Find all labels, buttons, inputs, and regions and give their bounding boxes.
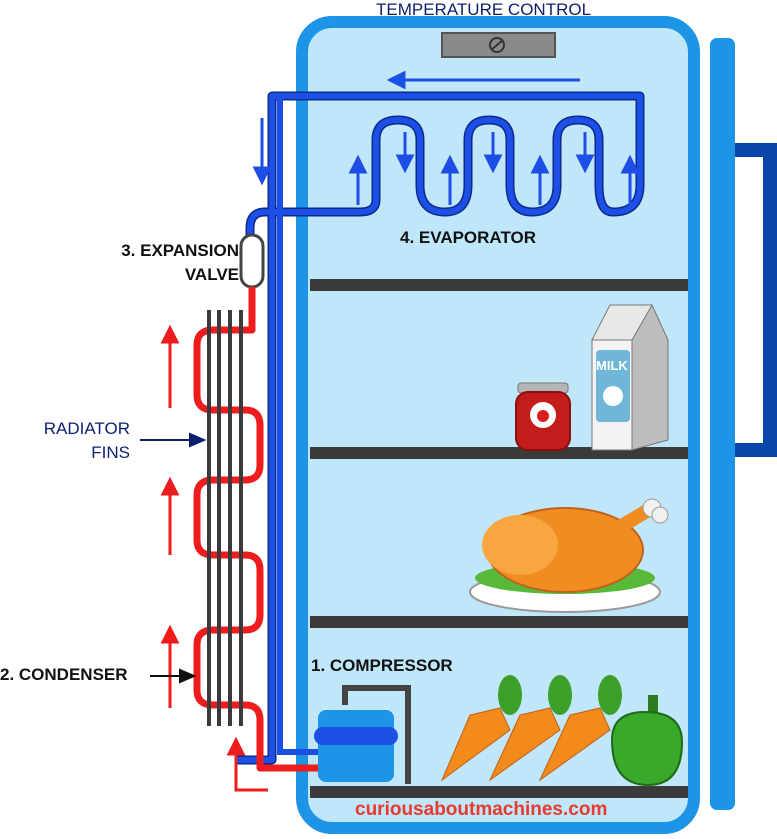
evaporator-label: 4. EVAPORATOR [400,228,537,247]
suction-pipe [277,96,330,755]
website-credit: curiousaboutmachines.com [355,799,608,820]
door-strip [710,38,735,810]
label-pointers [140,432,207,448]
door-handle [735,143,777,457]
evaporator-coil [236,91,645,765]
condenser-pointer [150,668,197,684]
jam-jar-icon [515,382,571,451]
temperature-dial [441,32,556,58]
milk-carton-icon [591,304,669,451]
roast-chicken-icon [469,498,669,613]
condenser-label: 2. CONDENSER [0,665,128,684]
milk-label: MILK [596,358,628,373]
expansion-valve-label-line1: 3. EXPANSION [121,241,239,260]
compressor [314,685,411,784]
expansion-valve [239,233,265,289]
radiator-fins [207,310,243,726]
radiator-fins-label-line1: RADIATOR [43,419,130,438]
compressor-label: 1. COMPRESSOR [311,656,453,675]
carrots-icon [440,675,622,782]
radiator-fins-label-line2: FINS [91,443,130,462]
expansion-valve-label-line2: VALVE [184,265,239,284]
bell-pepper-icon [610,695,684,787]
evaporator-flow-arrows [252,70,640,205]
shelves [310,279,688,798]
temperature-control-label: TEMPERATURE CONTROL [376,0,592,19]
condenser-flow-arrows [160,324,268,792]
